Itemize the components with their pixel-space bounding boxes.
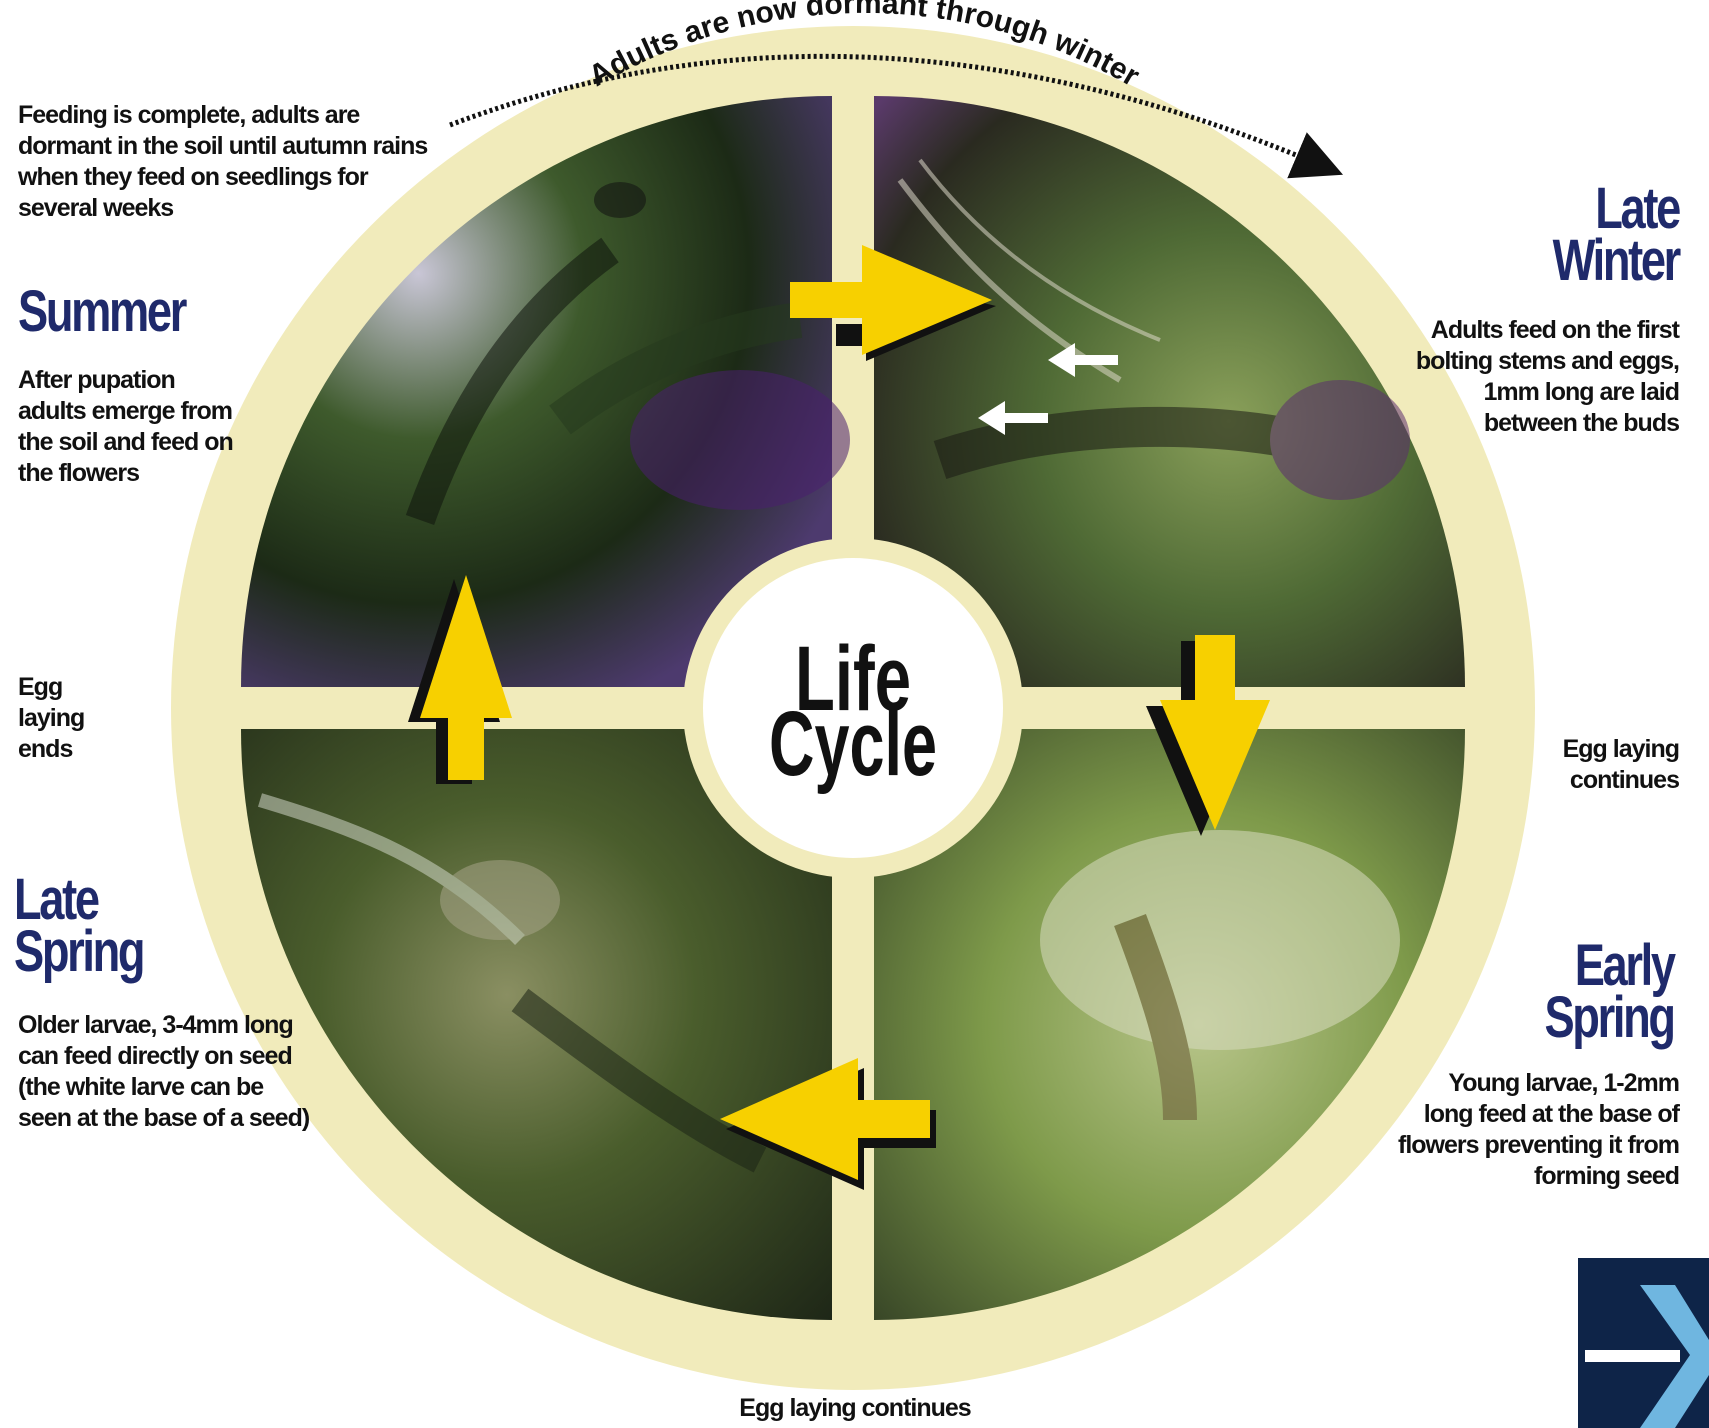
early-spring-heading-line2: Spring [1545, 992, 1674, 1044]
egg-laying-continues-note: Egg laying continues [1529, 734, 1679, 796]
summer-heading: Summer [18, 286, 185, 338]
egg-laying-ends-note: Egg laying ends [18, 672, 128, 765]
early-spring-heading: Early Spring [1545, 940, 1674, 1044]
summer-intro-text: Feeding is complete, adults are dormant … [18, 100, 428, 224]
late-winter-heading-line2: Winter [1553, 235, 1679, 287]
late-spring-heading-line2: Spring [14, 926, 143, 978]
late-winter-description: Adults feed on the first bolting stems a… [1404, 315, 1679, 439]
logo-chevron-icon [1578, 1258, 1709, 1428]
center-title-line2: Cycle [769, 693, 937, 795]
late-spring-description: Older larvae, 3-4mm long can feed direct… [18, 1010, 318, 1134]
bottom-egg-laying-note: Egg laying continues [600, 1393, 1110, 1424]
late-winter-heading: Late Winter [1553, 183, 1679, 287]
early-spring-description: Young larvae, 1-2mm long feed at the bas… [1394, 1068, 1679, 1192]
late-spring-heading: Late Spring [14, 874, 143, 978]
summer-description: After pupation adults emerge from the so… [18, 365, 243, 489]
